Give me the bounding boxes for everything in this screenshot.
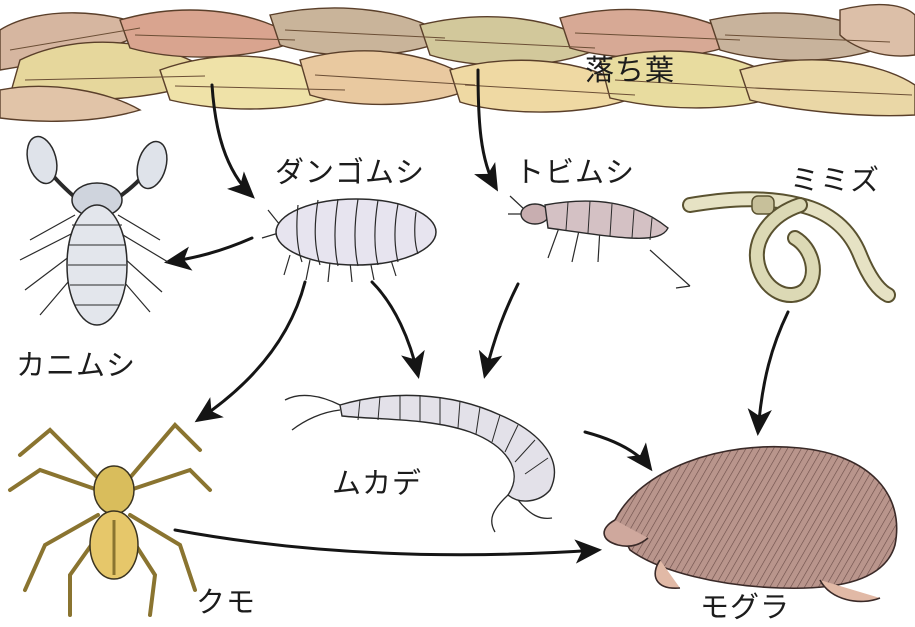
springtail-illustration	[508, 196, 690, 288]
label-centipede: ムカデ	[332, 466, 422, 500]
label-leaf-litter: 落ち葉	[585, 53, 675, 87]
pill-bug-illustration	[262, 199, 436, 282]
arrow-pillbug-to-centipede	[372, 282, 418, 375]
label-mole: モグラ	[700, 590, 790, 624]
label-pill-bug: ダンゴムシ	[275, 155, 425, 189]
leaf-litter-illustration	[0, 5, 915, 122]
label-spider: クモ	[196, 585, 256, 619]
arrow-pillbug-to-pseudoscorpion	[168, 238, 252, 262]
arrow-pillbug-to-spider	[198, 282, 305, 420]
label-earthworm: ミミズ	[790, 163, 880, 197]
pseudoscorpion-illustration	[20, 133, 172, 325]
label-pseudoscorpion: カニムシ	[16, 348, 136, 382]
spider-illustration	[10, 425, 210, 615]
arrow-spider-to-mole	[175, 530, 598, 555]
mole-illustration	[604, 447, 897, 602]
arrow-earthworm-to-mole	[758, 312, 788, 432]
label-springtail: トビムシ	[515, 155, 635, 189]
centipede-illustration	[285, 395, 554, 532]
arrow-centipede-to-mole	[585, 432, 650, 468]
earthworm-illustration	[690, 196, 888, 295]
arrow-springtail-to-centipede	[485, 284, 518, 375]
